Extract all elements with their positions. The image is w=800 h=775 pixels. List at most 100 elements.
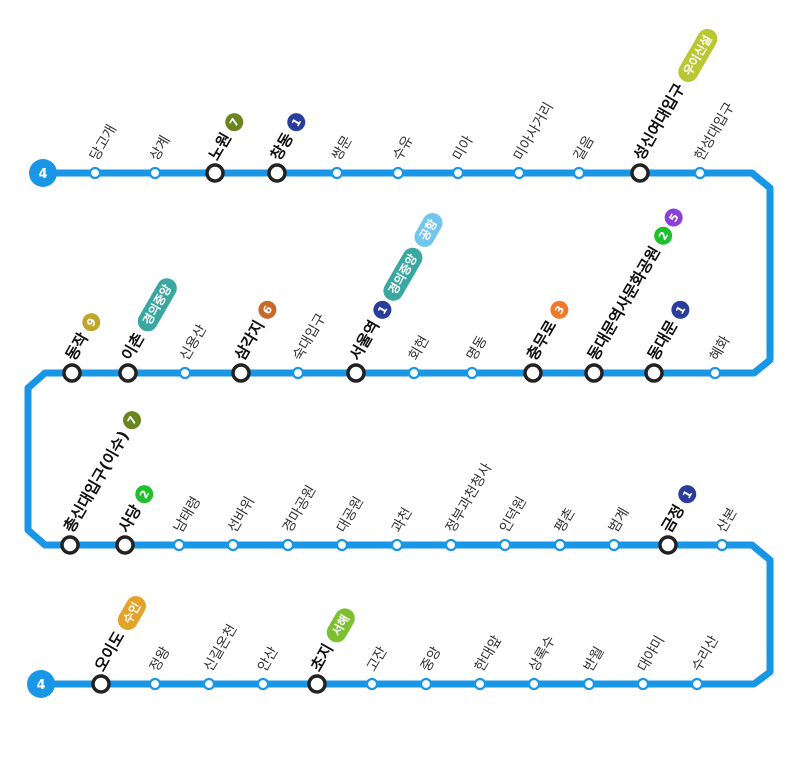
station-label-group: 상계: [147, 133, 174, 163]
station-marker[interactable]: [419, 677, 433, 691]
station-marker[interactable]: [690, 677, 704, 691]
transfer-station-marker[interactable]: [60, 535, 80, 555]
station-label-group: 범계: [606, 505, 633, 535]
station-name: 신용산: [177, 322, 210, 364]
station-marker[interactable]: [88, 166, 102, 180]
line-2-transfer-badge: 2: [135, 485, 154, 504]
transfer-station-marker[interactable]: [205, 163, 225, 183]
station-marker[interactable]: [178, 366, 192, 380]
station-name: 평촌: [552, 505, 579, 535]
station-marker[interactable]: [365, 677, 379, 691]
station-name: 창동: [266, 129, 297, 163]
station-label-group: 수리산: [689, 633, 722, 675]
station-label-group: 회현: [406, 333, 433, 363]
station-name: 오이도: [91, 628, 128, 674]
transfer-station-marker[interactable]: [644, 363, 664, 383]
transfer-station-marker[interactable]: [118, 363, 138, 383]
station-name: 충무로: [523, 317, 560, 363]
station[interactable]: 신길온천: [201, 622, 241, 691]
station-label-group: 미아: [450, 133, 477, 163]
transfer-station-marker[interactable]: [307, 674, 327, 694]
station-name: 길음: [571, 133, 598, 163]
line-7-transfer-badge: 7: [225, 113, 244, 132]
station-marker[interactable]: [451, 166, 465, 180]
station-name: 상록수: [526, 633, 559, 675]
station-marker[interactable]: [148, 166, 162, 180]
station-label-group: 길음: [571, 133, 598, 163]
station-name: 쌍문: [329, 133, 356, 163]
transfer-station-marker[interactable]: [62, 363, 82, 383]
transfer-station-marker[interactable]: [346, 363, 366, 383]
station-marker[interactable]: [553, 538, 567, 552]
line-서해-transfer-badge: 서해: [326, 608, 355, 643]
station-name: 대야미: [635, 633, 668, 674]
station[interactable]: 미아사거리: [511, 100, 557, 180]
station-marker[interactable]: [391, 166, 405, 180]
station-label-group: 당고개: [87, 122, 120, 163]
station-label-group: 신길온천: [201, 622, 241, 675]
transfer-station-marker[interactable]: [523, 363, 543, 383]
station-marker[interactable]: [226, 538, 240, 552]
station-marker[interactable]: [708, 366, 722, 380]
transfer-station-marker[interactable]: [267, 163, 287, 183]
station-label-group: 경마공원: [280, 483, 320, 536]
station-label-group: 신용산: [177, 322, 210, 364]
station-marker[interactable]: [444, 538, 458, 552]
station-marker[interactable]: [148, 677, 162, 691]
transfer-station-marker[interactable]: [584, 363, 604, 383]
line-1-transfer-badge: 1: [671, 300, 690, 319]
line-4-start-badge: 4: [29, 159, 57, 187]
station-marker[interactable]: [407, 366, 421, 380]
station-marker[interactable]: [473, 677, 487, 691]
station-marker[interactable]: [582, 677, 596, 691]
station-marker[interactable]: [715, 538, 729, 552]
station[interactable]: 경마공원: [280, 483, 320, 552]
station-marker[interactable]: [607, 538, 621, 552]
station-name: 상계: [147, 133, 174, 163]
station-marker[interactable]: [330, 166, 344, 180]
station-marker[interactable]: [693, 166, 707, 180]
transfer-station-marker[interactable]: [231, 363, 251, 383]
station-marker[interactable]: [527, 677, 541, 691]
station-name: 산본: [714, 505, 741, 535]
station-name: 한대앞: [472, 633, 505, 675]
station-marker[interactable]: [390, 538, 404, 552]
station[interactable]: 한성대입구: [692, 100, 738, 180]
station-marker[interactable]: [281, 538, 295, 552]
station-marker[interactable]: [512, 166, 526, 180]
line-공항-transfer-badge: 공항: [414, 213, 443, 247]
station-marker[interactable]: [256, 677, 270, 691]
station-marker[interactable]: [202, 677, 216, 691]
station-marker[interactable]: [636, 677, 650, 691]
station-name: 초지: [307, 641, 337, 675]
transfer-station-marker[interactable]: [630, 163, 650, 183]
station-label-group: 대야미: [635, 633, 668, 674]
station-marker[interactable]: [291, 366, 305, 380]
station[interactable]: 정부과천청사: [443, 460, 496, 552]
line-경의중앙-transfer-badge: 경의중앙: [383, 247, 423, 301]
station-name: 안산: [255, 644, 282, 674]
station-label-group: 혜화: [707, 333, 734, 363]
station-label-group: 한성대입구: [692, 100, 738, 164]
station[interactable]: 숙대입구: [290, 311, 330, 380]
station-marker[interactable]: [498, 538, 512, 552]
transfer-station-marker[interactable]: [115, 535, 135, 555]
station-name: 성신여대입구: [630, 80, 688, 163]
transfer-station-marker[interactable]: [658, 535, 678, 555]
station-marker[interactable]: [335, 538, 349, 552]
station-marker[interactable]: [572, 166, 586, 180]
station-marker[interactable]: [465, 366, 479, 380]
station-label-group: 반월: [581, 644, 608, 674]
station-name: 금정: [658, 502, 688, 536]
station-marker[interactable]: [172, 538, 186, 552]
transfer-station-marker[interactable]: [91, 674, 111, 694]
